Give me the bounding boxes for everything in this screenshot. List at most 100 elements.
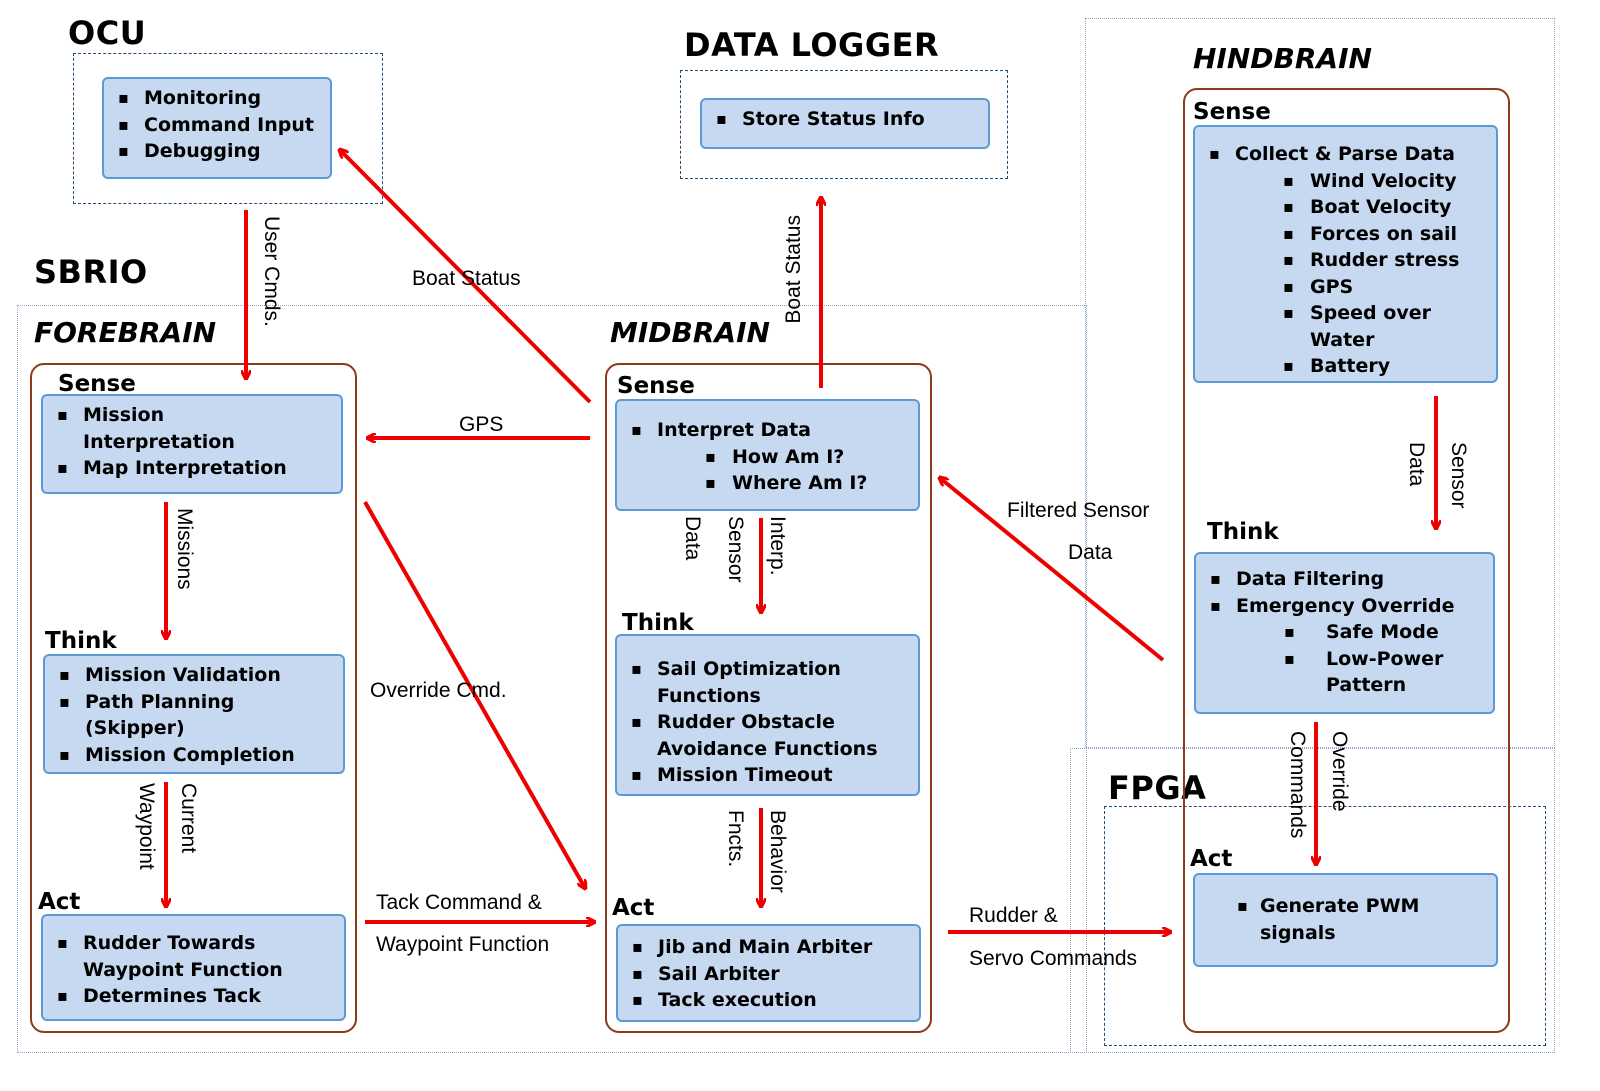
ocu-item: Monitoring	[114, 85, 320, 112]
label-behavior: Behavior	[766, 810, 789, 893]
hindbrain-sense-label: Sense	[1193, 99, 1271, 125]
hindbrain-sense-item: Forces on sail	[1205, 221, 1486, 248]
midbrain-sense-item: How Am I?	[627, 444, 908, 471]
forebrain-sense-item: Interpretation	[83, 430, 235, 453]
forebrain-think-box: Mission Validation Path Planning (Skippe…	[43, 654, 345, 774]
hindbrain-sense-item: GPS	[1205, 274, 1486, 301]
ocu-container	[73, 53, 383, 204]
midbrain-think-item: Avoidance Functions	[657, 737, 878, 760]
label-waypoint: Waypoint	[135, 783, 158, 870]
midbrain-act-label: Act	[612, 895, 655, 921]
forebrain-think-item: Path Planning	[55, 689, 333, 716]
data-logger-box: Store Status Info	[700, 98, 990, 149]
label-sensor: Sensor	[724, 516, 747, 583]
ocu-box: Monitoring Command Input Debugging	[102, 77, 332, 179]
hindbrain-act-label: Act	[1190, 846, 1233, 872]
midbrain-think-label: Think	[622, 610, 694, 636]
fpga-title: FPGA	[1108, 769, 1207, 807]
label-override-cmd: Override Cmd.	[370, 679, 507, 702]
midbrain-act-item: Jib and Main Arbiter	[628, 934, 909, 961]
sbrio-region	[17, 305, 1087, 1053]
midbrain-think-item: Functions	[657, 684, 761, 707]
ocu-title: OCU	[68, 14, 147, 52]
forebrain-think-label: Think	[45, 628, 117, 654]
midbrain-title: MIDBRAIN	[610, 316, 770, 349]
data-logger-item: Store Status Info	[712, 106, 978, 133]
hindbrain-act-box: Generate PWM signals	[1193, 873, 1498, 967]
hindbrain-sense-item: Battery	[1205, 353, 1486, 380]
forebrain-act-box: Rudder Towards Waypoint Function Determi…	[41, 914, 346, 1021]
hindbrain-container	[1183, 88, 1510, 1033]
hindbrain-think-item: Pattern	[1326, 674, 1407, 696]
hindbrain-think-item: Low-Power	[1206, 646, 1483, 673]
forebrain-container	[30, 363, 357, 1033]
label-boat-status-up: Boat Status	[782, 215, 805, 324]
label-rudder-servo-2: Servo Commands	[969, 947, 1138, 970]
hindbrain-sense-item: Rudder stress	[1205, 247, 1486, 274]
forebrain-think-item: Mission Validation	[55, 662, 333, 689]
forebrain-act-item: Waypoint Function	[83, 958, 283, 981]
forebrain-think-item: (Skipper)	[85, 717, 185, 739]
label-gps: GPS	[459, 413, 504, 436]
hindbrain-think-item: Emergency Override	[1206, 593, 1483, 620]
midbrain-think-item: Mission Timeout	[627, 762, 908, 789]
forebrain-sense-label: Sense	[58, 371, 136, 397]
hindbrain-act-item: signals	[1260, 921, 1336, 944]
midbrain-think-box: Sail Optimization Functions Rudder Obsta…	[615, 634, 920, 796]
hindbrain-think-item: Safe Mode	[1206, 619, 1483, 646]
midbrain-sense-item: Where Am I?	[627, 470, 908, 497]
hindbrain-sense-item: Speed over	[1205, 300, 1486, 327]
hindbrain-think-item: Data Filtering	[1206, 566, 1483, 593]
forebrain-act-item: Determines Tack	[53, 983, 334, 1010]
midbrain-sense-item: Interpret Data	[627, 417, 908, 444]
midbrain-think-item: Rudder Obstacle	[627, 709, 908, 736]
data-logger-container	[680, 70, 1008, 179]
midbrain-act-item: Tack execution	[628, 987, 909, 1014]
hindbrain-sense-item: Collect & Parse Data	[1205, 141, 1486, 168]
label-current: Current	[177, 783, 200, 854]
hindbrain-think-label: Think	[1207, 519, 1279, 545]
label-rudder-servo-1: Rudder &	[969, 904, 1058, 927]
hindbrain-act-item: Generate PWM	[1205, 893, 1486, 920]
fpga-region	[1070, 748, 1555, 1053]
ocu-item: Command Input	[114, 112, 320, 139]
hindbrain-think-box: Data Filtering Emergency Override Safe M…	[1194, 552, 1495, 714]
hindbrain-sense-item: Wind Velocity	[1205, 168, 1486, 195]
label-user-cmds: User Cmds.	[260, 216, 283, 327]
forebrain-sense-item: Map Interpretation	[53, 455, 331, 482]
ocu-item: Debugging	[114, 138, 320, 165]
label-filtered-1: Filtered Sensor	[1007, 499, 1150, 522]
data-logger-title: DATA LOGGER	[684, 26, 940, 64]
midbrain-act-item: Sail Arbiter	[628, 961, 909, 988]
forebrain-act-item: Rudder Towards	[53, 930, 334, 957]
label-sensor-data-1: Sensor	[1447, 442, 1470, 509]
arrow-override-cmd	[363, 501, 585, 888]
label-tack-cmd-2: Waypoint Function	[376, 933, 550, 956]
midbrain-sense-box: Interpret Data How Am I? Where Am I?	[615, 399, 920, 511]
hindbrain-region	[1085, 18, 1555, 748]
label-commands: Commands	[1286, 731, 1309, 839]
label-data: Data	[681, 516, 704, 561]
fpga-container	[1104, 806, 1546, 1046]
label-interp: Interp.	[766, 516, 789, 576]
forebrain-sense-box: Mission Interpretation Map Interpretatio…	[41, 394, 343, 494]
hindbrain-sense-item: Water	[1310, 328, 1375, 351]
arrow-filtered-sensor	[940, 478, 1165, 662]
label-override: Override	[1328, 731, 1351, 812]
label-fncts: Fncts.	[724, 810, 747, 868]
midbrain-think-item: Sail Optimization	[627, 656, 908, 683]
label-sensor-data-2: Data	[1405, 442, 1428, 487]
hindbrain-sense-item: Boat Velocity	[1205, 194, 1486, 221]
hindbrain-title: HINDBRAIN	[1193, 42, 1372, 75]
label-missions: Missions	[173, 508, 196, 590]
forebrain-title: FOREBRAIN	[34, 316, 217, 349]
label-tack-cmd-1: Tack Command &	[376, 891, 542, 914]
midbrain-act-box: Jib and Main Arbiter Sail Arbiter Tack e…	[616, 924, 921, 1022]
hindbrain-sense-box: Collect & Parse Data Wind Velocity Boat …	[1193, 125, 1498, 383]
label-boat-status-left: Boat Status	[412, 267, 521, 290]
label-filtered-2: Data	[1068, 541, 1113, 564]
arrow-boat-status-to-ocu	[340, 150, 592, 404]
midbrain-sense-label: Sense	[617, 373, 695, 399]
midbrain-container	[605, 363, 932, 1033]
